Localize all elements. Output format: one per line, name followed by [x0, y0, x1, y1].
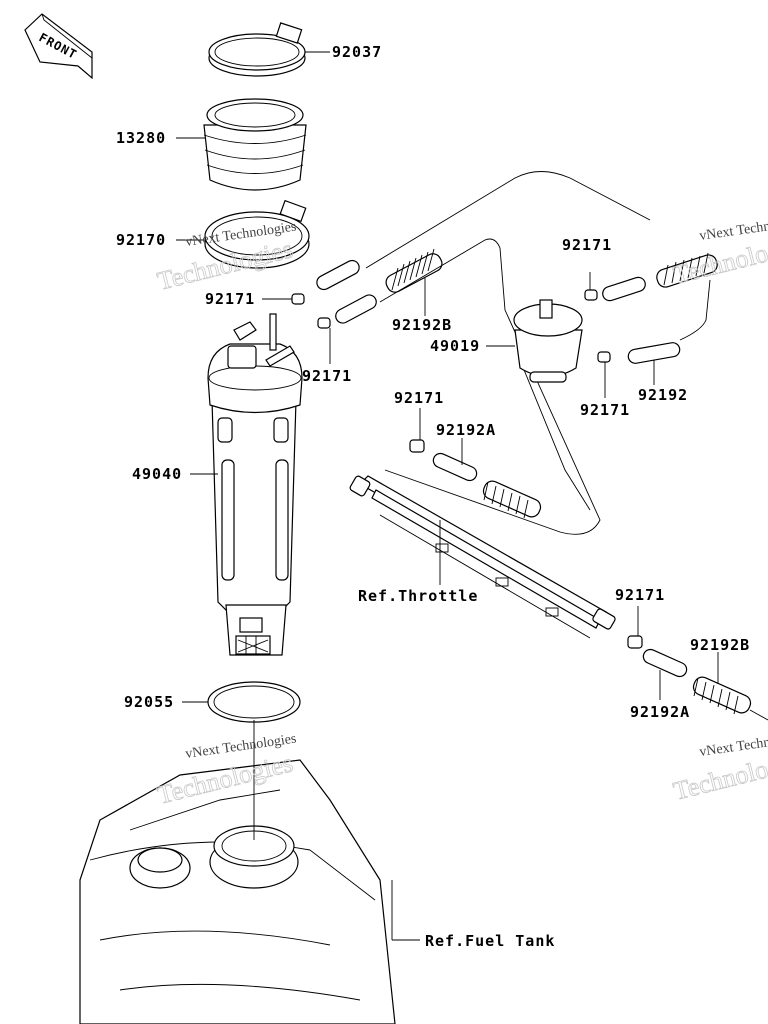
- clip-92171-b[interactable]: [317, 317, 331, 329]
- watermark-4: vNext Technologies Technologies: [670, 730, 768, 807]
- callout-49040: 49040: [132, 465, 182, 483]
- throttle-assembly[interactable]: [349, 475, 616, 639]
- hose-short-b[interactable]: [333, 292, 378, 325]
- callout-ref-throttle: Ref.Throttle: [358, 587, 478, 605]
- watermark-2: vNext Technologies Technologies: [670, 214, 768, 291]
- clamp-92037[interactable]: [208, 22, 306, 77]
- leader-lines: [176, 51, 719, 941]
- callout-92171-d: 92171: [580, 401, 630, 419]
- callout-92055: 92055: [124, 693, 174, 711]
- callout-92192A-lower: 92192A: [630, 703, 690, 721]
- callout-92192: 92192: [638, 386, 688, 404]
- hose-short-a[interactable]: [314, 258, 361, 292]
- hose-92192A-upper[interactable]: [431, 451, 479, 482]
- clip-92171-a[interactable]: [291, 293, 305, 305]
- coupler-13280[interactable]: [203, 98, 307, 191]
- clip-92171-c[interactable]: [584, 289, 598, 301]
- gasket-92055[interactable]: [207, 681, 301, 723]
- watermark-1: vNext Technologies Technologies: [154, 220, 297, 297]
- hose-ribbed-92192B-lower[interactable]: [691, 675, 753, 716]
- callout-92171-f: 92171: [615, 586, 665, 604]
- clip-92171-e[interactable]: [409, 439, 425, 453]
- callout-ref-fuel-tank: Ref.Fuel Tank: [425, 932, 555, 950]
- callout-92192B-upper: 92192B: [392, 316, 452, 334]
- callout-92192A-upper: 92192A: [436, 421, 496, 439]
- callout-92171-c: 92171: [562, 236, 612, 254]
- callout-92171-e: 92171: [394, 389, 444, 407]
- hose-ribbed-92192B-upper[interactable]: [383, 248, 444, 295]
- clamp-92170[interactable]: [204, 199, 310, 269]
- hose-92192A-lower[interactable]: [641, 647, 689, 678]
- hose-ribbed-92192A[interactable]: [481, 479, 543, 520]
- callout-92171-b: 92171: [302, 367, 352, 385]
- fuel-filter-49019[interactable]: [513, 299, 583, 383]
- hose-ribbed-right[interactable]: [655, 252, 720, 289]
- fuel-pump-49040[interactable]: [207, 313, 303, 656]
- callout-92170: 92170: [116, 231, 166, 249]
- callout-49019: 49019: [430, 337, 480, 355]
- fuel-tank: [79, 759, 396, 1024]
- callout-92037: 92037: [332, 43, 382, 61]
- front-arrow-icon: FRONT: [24, 13, 93, 80]
- callout-92171-a: 92171: [205, 290, 255, 308]
- callout-13280: 13280: [116, 129, 166, 147]
- hose-92192[interactable]: [627, 342, 681, 365]
- clip-92171-f[interactable]: [627, 635, 643, 649]
- hose-short-c[interactable]: [601, 276, 647, 303]
- callout-92192B-lower: 92192B: [690, 636, 750, 654]
- clip-92171-d[interactable]: [597, 351, 611, 363]
